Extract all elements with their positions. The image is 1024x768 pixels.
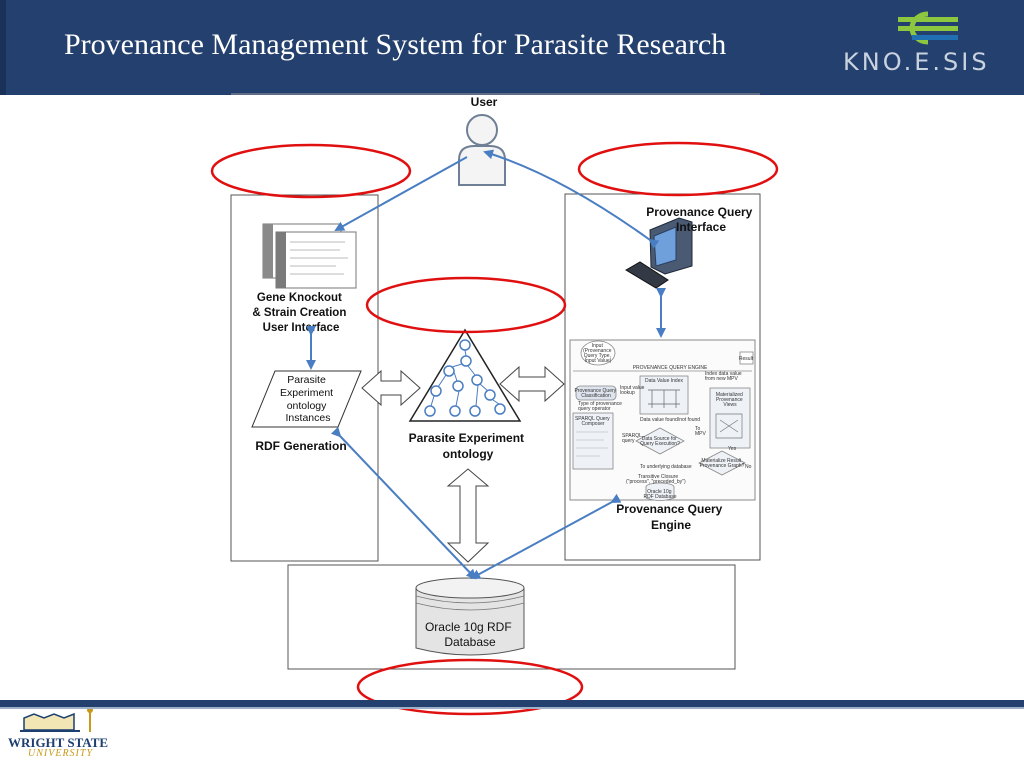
inset-sparql-composer: SPARQL Query Composer [575,416,611,427]
user-to-query-interface-arrow [483,149,660,249]
svg-text:Yes: Yes [728,446,737,452]
computer-icon [625,217,693,289]
highlight-ellipse-middle [365,276,567,334]
knoesis-logo-icon [898,11,958,45]
instances-to-database-arrow [330,426,477,580]
svg-text:lookup: lookup [620,390,635,396]
slide-header: Provenance Management System for Parasit… [0,0,1024,95]
right-double-arrow [499,365,565,403]
svg-text:SPARQL: SPARQL [622,433,642,439]
highlight-ellipse-bottom [356,658,584,716]
svg-text:from new MPV: from new MPV [705,376,738,382]
svg-text:MPV: MPV [695,431,707,437]
gene-ui-screenshot-icon [262,223,357,289]
svg-text:Transitive Closure: Transitive Closure [638,474,678,480]
rdf-generation-label: RDF Generation [255,439,346,453]
header-edge [0,0,6,95]
footer-line [0,707,1024,709]
inset-data-source-decision: Data Source for Query Execution? [640,436,680,447]
university-subtitle: UNIVERSITY [28,748,93,759]
inset-input-box: Input (Provenance Query Type, Input Valu… [583,343,613,364]
svg-text:No: No [745,464,752,470]
svg-text:("process", "preceded_by"): ("process", "preceded_by") [626,479,686,485]
engine-to-database-arrow [470,493,622,579]
user-to-gene-ui-arrow [334,156,468,231]
logo-wordmark: KNO.E.SIS [843,48,990,76]
query-interface-label: Provenance Query Interface [646,205,755,234]
inset-db-label: Oracle 10g RDF Database [643,489,676,500]
inset-classification-box: Provenance Query Classification [574,388,617,399]
user-icon [458,114,506,186]
inset-materialized-views: Materialized Provenance Views [716,392,744,408]
svg-text:query operator: query operator [578,406,611,412]
svg-text:Data value found/not found: Data value found/not found [640,417,700,423]
wright-state-crest-icon [20,707,93,732]
inset-data-value-index: Data Value Index [645,378,683,384]
slide-title: Provenance Management System for Parasit… [64,28,727,61]
instances-label: Parasite Experiment ontology Instances [280,374,336,424]
user-label: User [471,95,498,109]
highlight-ellipse-top-right [577,141,779,197]
query-engine-inset: PROVENANCE QUERY ENGINE Input (Provenanc… [569,339,756,501]
svg-text:query: query [622,438,635,444]
database-cylinder-icon [415,577,525,656]
inset-materialize-decision: Materialize Result Provenance Graph? [700,458,745,469]
svg-text:Index data value: Index data value [705,371,742,377]
inset-notes: Input value lookup Type of provenance qu… [578,371,752,485]
university-name: WRIGHT STATE [8,735,109,750]
svg-text:To: To [695,426,701,432]
svg-text:Input value: Input value [620,385,645,391]
query-engine-label: Provenance Query Engine [616,502,725,532]
inset-result-box: Result [739,356,754,362]
inset-header: PROVENANCE QUERY ENGINE [633,365,708,371]
svg-text:To underlying database: To underlying database [640,464,692,470]
left-double-arrow [361,369,421,407]
footer-bar [0,700,1024,707]
highlight-ellipse-top-left [210,143,412,199]
vertical-double-arrow [446,468,490,563]
ontology-triangle-icon [408,328,522,422]
gene-ui-label: Gene Knockout & Strain Creation User Int… [252,292,349,334]
database-label: Oracle 10g RDF Database [425,620,515,649]
svg-text:Type of provenance: Type of provenance [578,401,622,407]
ontology-label: Parasite Experiment ontology [409,431,528,461]
